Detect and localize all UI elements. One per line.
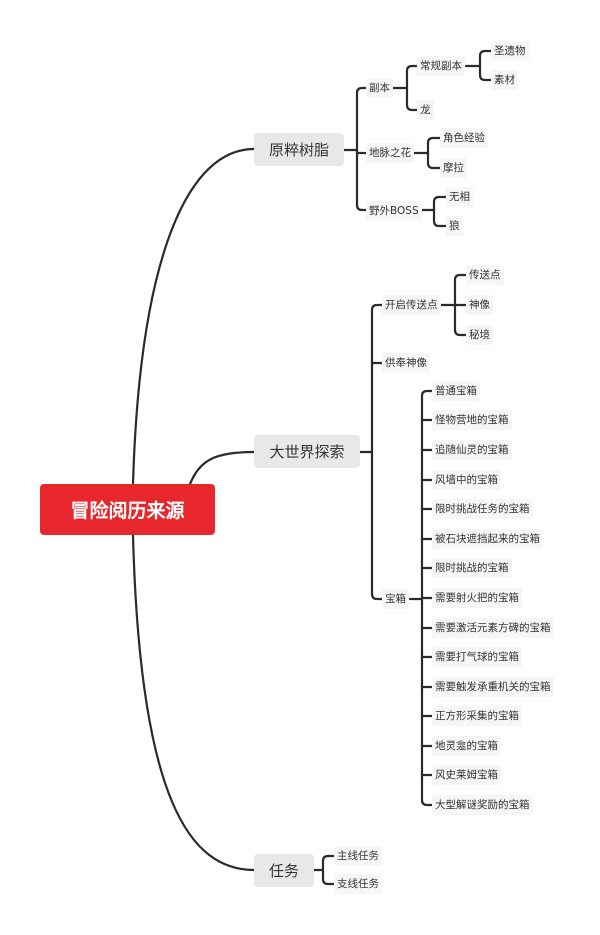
domain-branch <box>405 103 419 112</box>
chest-item: 大型解谜奖励的宝箱 <box>432 795 533 815</box>
node-main-quest: 主线任务 <box>334 846 382 866</box>
node-artifacts: 圣遗物 <box>491 41 529 61</box>
node-materials: 素材 <box>491 70 518 90</box>
regular-domain-branch <box>478 49 493 58</box>
field-boss-branch <box>432 219 448 228</box>
node-dragon: 龙 <box>417 100 434 120</box>
chests-branch <box>420 389 434 398</box>
node-field-boss: 野外BOSS <box>366 201 422 221</box>
chest-item: 风史莱姆宝箱 <box>432 765 501 785</box>
ley-line-branch <box>426 136 442 145</box>
waypoint-branch <box>453 273 468 282</box>
node-mora: 摩拉 <box>440 158 467 178</box>
domain-branch <box>405 64 419 73</box>
chests-branch <box>420 798 434 807</box>
node-ley-line: 地脉之花 <box>366 143 414 163</box>
chest-item: 需要触发承重机关的宝箱 <box>432 677 554 697</box>
chest-item: 正方形采集的宝箱 <box>432 706 522 726</box>
node-hypostasis: 无相 <box>446 187 473 207</box>
chest-item: 怪物营地的宝箱 <box>432 410 512 430</box>
node-chests: 宝箱 <box>382 589 409 609</box>
chest-item: 限时挑战任务的宝箱 <box>432 499 533 519</box>
root-to-resin-curve <box>131 147 256 486</box>
regular-domain-branch <box>478 73 493 82</box>
node-waypoint: 传送点 <box>466 265 504 285</box>
resin-branch <box>355 86 368 95</box>
ley-line-branch <box>426 161 442 170</box>
chest-item: 普通宝箱 <box>432 381 480 401</box>
root-node: 冒险阅历来源 <box>40 484 215 535</box>
node-statue: 神像 <box>466 295 493 315</box>
chest-item: 需要打气球的宝箱 <box>432 647 522 667</box>
world-branch <box>370 303 384 312</box>
resin-branch <box>355 203 368 212</box>
branch-quests: 任务 <box>254 854 314 887</box>
chest-item: 需要射火把的宝箱 <box>432 588 522 608</box>
node-offering-statue: 供奉神像 <box>382 353 430 373</box>
node-wolf: 狼 <box>446 216 463 236</box>
root-to-quest-curve <box>131 533 256 872</box>
chest-item: 限时挑战的宝箱 <box>432 558 512 578</box>
chest-item: 地灵龛的宝箱 <box>432 736 501 756</box>
field-boss-branch <box>432 195 448 204</box>
chest-item: 追随仙灵的宝箱 <box>432 440 512 460</box>
chest-item: 风墙中的宝箱 <box>432 470 501 490</box>
root-to-world-curve <box>188 450 256 486</box>
node-character-exp: 角色经验 <box>440 128 488 148</box>
node-domain: 副本 <box>366 78 393 98</box>
node-secret-domain: 秘境 <box>466 325 493 345</box>
quests-branch <box>321 877 336 886</box>
world-branch <box>370 592 384 601</box>
node-unlock-waypoint: 开启传送点 <box>382 295 441 315</box>
branch-world-exploration: 大世界探索 <box>254 435 360 468</box>
branch-original-resin: 原粹树脂 <box>254 133 344 166</box>
node-side-quest: 支线任务 <box>334 874 382 894</box>
waypoint-branch <box>453 328 468 337</box>
chest-item: 被石块遮挡起来的宝箱 <box>432 529 543 549</box>
quests-branch <box>321 854 336 863</box>
node-regular-domain: 常规副本 <box>417 56 465 76</box>
chest-item: 需要激活元素方碑的宝箱 <box>432 618 554 638</box>
